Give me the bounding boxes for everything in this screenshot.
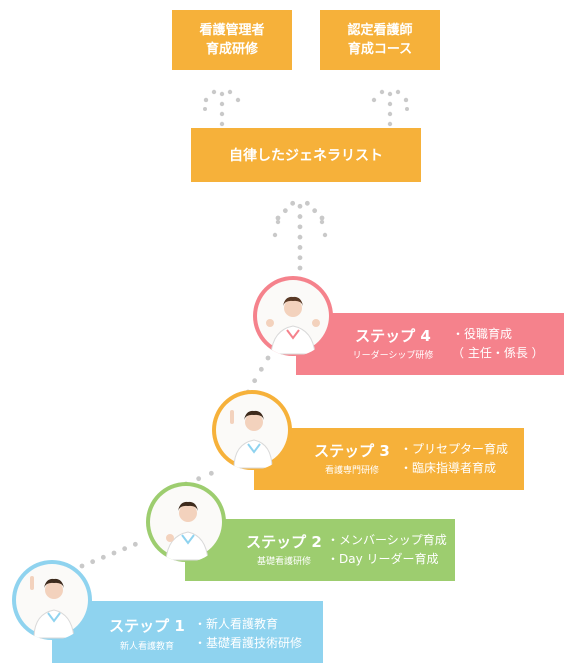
path-dot [312,208,318,214]
step-1-subtitle: 新人看護教育 [119,642,174,652]
step-1-items: ・新人看護教育 ・基礎看護技術研修 [194,615,302,653]
path-dot [100,554,106,560]
step-2-item: ・Day リーダー育成 [327,552,439,566]
path-dot [265,355,271,361]
path-dot [227,89,233,95]
step-3-item: ・プリセプター育成 [400,442,509,456]
path-dot [211,89,217,95]
path-dot [371,97,377,103]
path-dot [297,224,303,230]
path-dot [404,98,408,102]
step-1-bar: ステップ 1 新人看護教育 ・新人看護教育 ・基礎看護技術研修 [52,601,323,663]
step-3-items: ・プリセプター育成 ・臨床指導者育成 [400,440,508,478]
step-4-title: ステップ 4 [355,327,431,345]
step-3-subtitle: 看護専門研修 [324,466,379,476]
path-dot [297,265,303,271]
nurse-photo-icon [257,280,329,355]
path-dot [252,378,258,384]
path-dot [219,101,225,107]
path-dot [387,101,393,107]
step-2-bar: ステップ 2 基礎看護研修 ・メンバーシップ育成 ・Day リーダー育成 [185,519,455,581]
nurse-photo-icon [16,564,88,639]
path-dot [297,255,303,261]
path-dot [272,232,278,238]
path-dot [297,245,303,250]
management-training-label: 看護管理者 育成研修 [199,23,265,57]
step-3-title: ステップ 3 [314,442,390,460]
step-3-photo [212,390,292,470]
path-dot [204,98,208,102]
path-dot [235,97,241,103]
path-dot [208,470,214,476]
step-3-item: ・臨床指導者育成 [400,461,497,475]
generalist-label: 自律したジェネラリスト [229,148,383,164]
path-dot [297,203,303,209]
path-dot [258,366,264,372]
step-1-photo [12,560,92,640]
generalist-box: 自律したジェネラリスト [191,128,421,182]
path-dot [297,234,303,240]
path-dot [219,121,225,127]
path-dot [304,200,310,206]
step-2-title: ステップ 2 [246,533,322,551]
step-4-item: （ 主任・係長 ） [452,346,544,360]
path-dot [379,89,385,95]
management-training-box: 看護管理者 育成研修 [172,10,292,70]
path-dot [297,214,303,219]
path-dot [219,111,225,117]
path-dot [275,215,281,221]
path-dot [132,541,138,547]
step-2-subtitle: 基礎看護研修 [256,557,311,567]
path-dot [203,107,207,111]
path-dot [90,559,96,565]
path-dot [282,208,288,214]
path-dot [387,111,393,117]
step-1-item: ・新人看護教育 [194,617,279,631]
step-1-title: ステップ 1 [109,617,185,635]
path-dot [319,219,325,225]
step-2-items: ・メンバーシップ育成 ・Day リーダー育成 [327,531,447,569]
step-3-bar: ステップ 3 看護専門研修 ・プリセプター育成 ・臨床指導者育成 [254,428,524,490]
path-dot [319,215,325,221]
certified-nurse-course-box: 認定看護師 育成コース [320,10,440,70]
step-4-item: ・役職育成 [452,327,513,341]
step-2-photo [146,482,226,562]
nurse-photo-icon [150,486,222,561]
path-dot [387,91,393,97]
path-dot [322,232,328,238]
step-2-item: ・メンバーシップ育成 [327,533,447,547]
path-dot [395,89,401,95]
path-dot [405,107,409,111]
path-dot [111,550,117,556]
path-dot [387,121,393,127]
step-4-subtitle: リーダーシップ研修 [352,351,434,361]
nurse-photo-icon [216,394,288,469]
path-dot [275,219,281,225]
step-4-photo [253,276,333,356]
step-4-bar: ステップ 4 リーダーシップ研修 ・役職育成 （ 主任・係長 ） [296,313,564,375]
path-dot [79,563,85,569]
step-4-items: ・役職育成 （ 主任・係長 ） [452,325,544,363]
path-dot [196,476,202,482]
path-dot [122,546,128,552]
path-dot [290,200,296,206]
path-dot [219,91,225,97]
step-1-item: ・基礎看護技術研修 [194,636,303,650]
certified-nurse-course-label: 認定看護師 育成コース [347,23,413,57]
